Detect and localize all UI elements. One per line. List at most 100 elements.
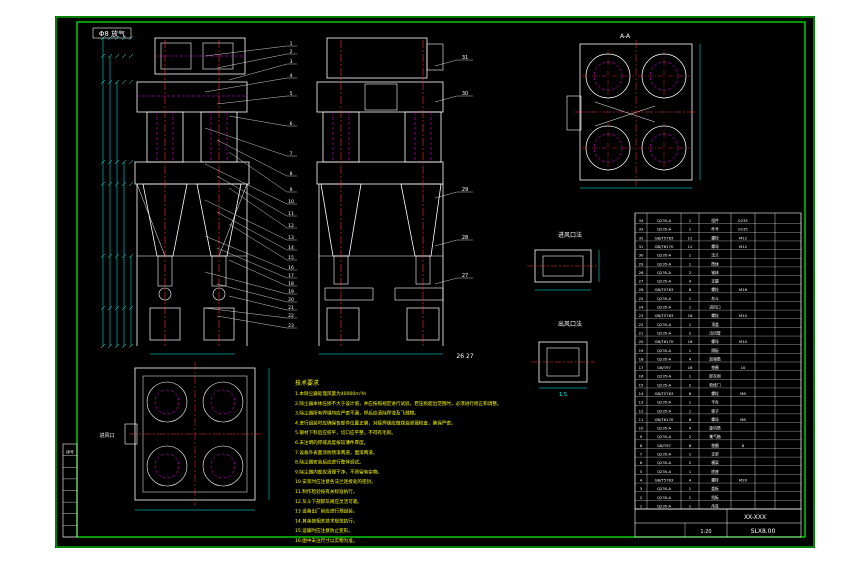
bom-cell: 2	[689, 434, 692, 439]
bom-cell: Q235-A	[657, 426, 672, 431]
bom-cell: 22	[639, 322, 644, 327]
bom-cell: 1	[689, 296, 692, 301]
bom-cell: 15	[639, 382, 644, 387]
hopper-circle	[202, 445, 244, 487]
inlet-port-label: 进风口	[99, 432, 114, 439]
bom-cell: 进风口	[709, 305, 721, 310]
callout-side: 28	[462, 235, 468, 241]
bom-cell: GB/T5783	[655, 391, 674, 396]
callout-front: 22	[288, 313, 294, 319]
callout-front: 18	[288, 281, 294, 287]
bom-cell: 2	[640, 495, 643, 500]
bom-cell: 法兰	[711, 253, 719, 258]
bom-cell: Q235-A	[657, 330, 672, 335]
callout-front: 23	[288, 323, 294, 329]
bom-cell: 34	[639, 218, 644, 223]
bom-cell: 19	[639, 348, 644, 353]
callout-front: 20	[288, 297, 294, 303]
cyclone-inner-circle	[649, 133, 679, 163]
bom-cell: 螺栓	[711, 477, 719, 482]
note-line: 14.其余按相关技术规范执行。	[295, 517, 357, 524]
bom-cell: 2	[689, 330, 692, 335]
note-line: 10.安装时应注意各法兰连接处的密封。	[295, 478, 376, 485]
bom-cell: 24	[639, 305, 644, 310]
bom-cell: M8	[740, 417, 746, 422]
bom-cell: 6	[640, 460, 643, 465]
hopper-inner-circle	[154, 389, 180, 415]
bom-cell: 支架	[711, 452, 719, 457]
note-line: 5.钢材下料后应校平，切口应平整，不得有毛刺。	[295, 429, 396, 436]
bom-cell: Q235-A	[657, 469, 672, 474]
bom-cell: 梯子	[711, 408, 719, 413]
bom-cell: 4	[689, 279, 692, 284]
bom-cell: 集气箱	[709, 434, 721, 439]
callout-front: 3	[290, 59, 293, 65]
bom-cell: 底座	[711, 469, 719, 474]
note-line: 9.除尘器内部应清理干净，不得留有杂物。	[295, 468, 382, 475]
note-line: 4.进行组装时应确保各部件位置正确，对接焊缝应做煤油渗漏检查，确保严密。	[295, 419, 456, 426]
bom-cell: 13	[639, 400, 644, 405]
bom-cell: 旋风筒	[709, 426, 721, 431]
callout-front: 16	[288, 265, 294, 271]
bom-cell: 4	[689, 356, 692, 361]
bom-cell: Q235-A	[657, 408, 672, 413]
drawing-code: SLX8.00	[751, 528, 776, 535]
bom-cell: 16	[639, 374, 644, 379]
bom-cell: 27	[639, 279, 644, 284]
bom-cell: 1	[689, 227, 692, 232]
bom-cell: 23	[639, 313, 644, 318]
bom-cell: 17	[639, 365, 644, 370]
bom-cell: M10	[739, 339, 748, 344]
bom-cell: 垫圈	[711, 365, 719, 370]
bom-cell: 8	[640, 443, 643, 448]
bom-cell: GB/T97	[657, 365, 672, 370]
section-label: A-A	[620, 33, 631, 40]
hopper-circle	[146, 445, 188, 487]
bom-cell: 1	[689, 400, 692, 405]
bom-cell: Q235-A	[657, 261, 672, 266]
bom-cell: 16	[688, 365, 693, 370]
callout-front: 19	[288, 289, 294, 295]
bom-cell: 25	[639, 296, 644, 301]
bom-cell: 组件	[711, 218, 719, 223]
bom-cell: 1	[689, 322, 692, 327]
note-line: 8.除尘器安装后应进行整体调试。	[295, 459, 364, 466]
bom-cell: M8	[740, 391, 746, 396]
bom-cell: M16	[739, 287, 748, 292]
bom-cell: 1	[689, 261, 692, 266]
bom-cell: 1	[689, 469, 692, 474]
bom-cell: 30	[639, 253, 644, 258]
bom-cell: GB/T6170	[655, 417, 674, 422]
callout-front: 14	[288, 245, 294, 251]
bom-cell: 螺母	[711, 417, 719, 422]
bom-cell: 支腿	[711, 279, 719, 284]
bom-cell: 2	[689, 270, 692, 275]
bom-cell: 21	[639, 330, 644, 335]
bom-cell: 9	[640, 434, 643, 439]
vent-label: Φ8 放气	[99, 29, 125, 38]
bom-cell: 12	[639, 408, 644, 413]
callout-bottom: 26 27	[456, 353, 473, 360]
bom-cell: 螺母	[711, 339, 719, 344]
bom-cell: Q235-A	[657, 503, 672, 508]
note-line: 1.本除尘器处理风量为40000m³/h	[295, 390, 366, 397]
bom-cell: 螺栓	[711, 287, 719, 292]
drawing-scale: 1:20	[700, 529, 711, 535]
note-line: 3.除尘器所有焊缝均应严密不漏，焊后应清除焊渣及飞溅物。	[295, 410, 419, 417]
bom-cell: 螺母	[711, 244, 719, 249]
callout-front: 17	[288, 273, 294, 279]
bom-cell: M12	[739, 244, 748, 249]
bom-cell: 锥体	[711, 270, 719, 275]
bom-cell: 件号	[711, 227, 719, 232]
front-elevation-view: Φ8 放气	[92, 27, 297, 355]
bom-cell: 挡板	[711, 495, 719, 500]
bom-cell: 4	[689, 477, 692, 482]
callout-front: 8	[290, 171, 293, 177]
bom-cell: M10	[739, 313, 748, 318]
callout-front: 15	[288, 255, 294, 261]
callout-front: 7	[290, 151, 293, 157]
bom-cell: 0235	[738, 227, 748, 232]
bom-cell: Q235-A	[657, 434, 672, 439]
bom-cell: 螺栓	[711, 313, 719, 318]
